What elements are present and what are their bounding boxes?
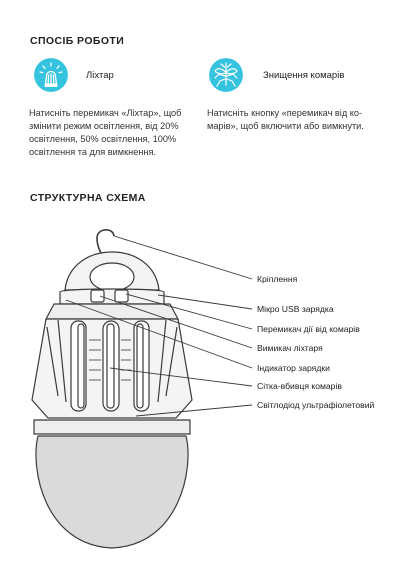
bottom-band [33, 419, 191, 435]
label-lantern-switch: Вимикач ліхтаря [257, 343, 323, 353]
label-kill-mesh: Сітка-вбивця комарів [257, 381, 342, 391]
label-mosquito-switch: Перемикач дії від комарів [257, 324, 360, 334]
label-charge-indicator: Індикатор зарядки [257, 363, 330, 373]
cage-grille [46, 319, 178, 412]
top-housing-ring [89, 262, 135, 292]
mosquito-icon [209, 58, 243, 92]
lantern-switch [90, 289, 105, 303]
mosquito-switch [114, 289, 129, 303]
label-hanger: Кріплення [257, 274, 298, 284]
lantern-icon [34, 58, 68, 92]
label-micro-usb: Мікро USB зарядка [257, 304, 334, 314]
control-panel [59, 288, 165, 305]
mosquito-description: Натисніть кнопку «перемикач від ко- марі… [207, 108, 364, 131]
leader-lines [65, 235, 253, 417]
mosquito-title: Знищення комарів [263, 70, 345, 81]
label-uv-led: Світлодіод ультрафіолетовий [257, 400, 375, 410]
lantern-title: Ліхтар [86, 70, 114, 81]
operation-title: СПОСІБ РОБОТИ [30, 35, 125, 47]
lantern-description: Натисніть перемикач «Ліхтар», щоб змінит… [29, 108, 182, 157]
bulb [35, 435, 189, 549]
diagram-title: СТРУКТУРНА СХЕМА [30, 192, 146, 204]
